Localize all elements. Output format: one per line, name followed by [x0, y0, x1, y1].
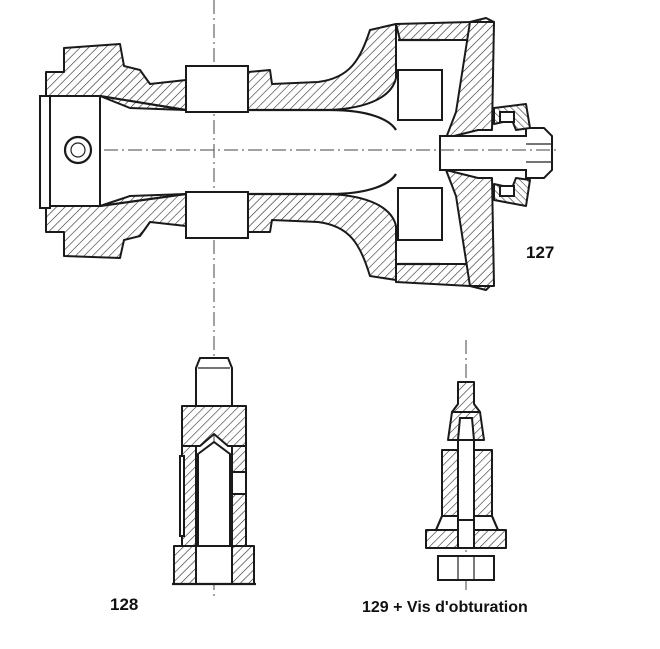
plug-body-left	[441, 449, 459, 517]
upper-body-wall	[247, 23, 397, 111]
plug-flange-bore	[457, 519, 475, 549]
left-bore-block	[49, 95, 101, 207]
mandrel-side-window	[231, 471, 247, 495]
plug-neck-bore	[456, 417, 476, 441]
upper-bearing-block	[185, 65, 249, 113]
left-end-plate	[39, 95, 51, 209]
figure-127-label: 127	[526, 243, 554, 262]
upper-internal-pocket	[397, 69, 443, 121]
mandrel-base-flange	[173, 545, 197, 585]
lower-body-wall	[247, 193, 397, 281]
bell-cover-plate-upper	[445, 21, 495, 139]
left-flange-bottom	[45, 193, 187, 259]
mandrel-right-wall	[231, 445, 247, 547]
mandrel-left-window	[179, 455, 185, 537]
mandrel-base-flange-right	[231, 545, 255, 585]
plug-flange-right	[473, 529, 507, 549]
plug-flange-left	[425, 529, 459, 549]
mandrel-base-bore	[195, 545, 233, 585]
output-shaft	[439, 127, 553, 179]
inner-bore-outline	[99, 94, 397, 208]
figure-128-mandrel-section: 128	[110, 357, 256, 614]
plug-tip	[451, 381, 481, 413]
lower-internal-pocket	[397, 187, 443, 241]
figure-127-housing-section: 127	[39, 0, 560, 600]
figure-129-plug-section: 129 + Vis d'obturation	[362, 340, 528, 616]
upper-seal-insert	[499, 111, 515, 123]
lower-seal-insert	[499, 185, 515, 197]
figure-129-label: 129 + Vis d'obturation	[362, 599, 528, 616]
plug-flange-step	[434, 515, 500, 531]
figure-128-label: 128	[110, 595, 138, 614]
mandrel-inner-bore	[197, 440, 231, 549]
mandrel-top-pin	[195, 357, 233, 407]
bell-cover-plate-lower	[445, 169, 495, 287]
plug-body-bore	[457, 439, 475, 521]
obturation-screw-head	[437, 555, 495, 581]
left-bore-inner-circle	[70, 142, 86, 158]
left-bore-circle	[63, 135, 93, 165]
plug-body-right	[473, 449, 493, 517]
lower-bearing-block	[185, 191, 249, 239]
